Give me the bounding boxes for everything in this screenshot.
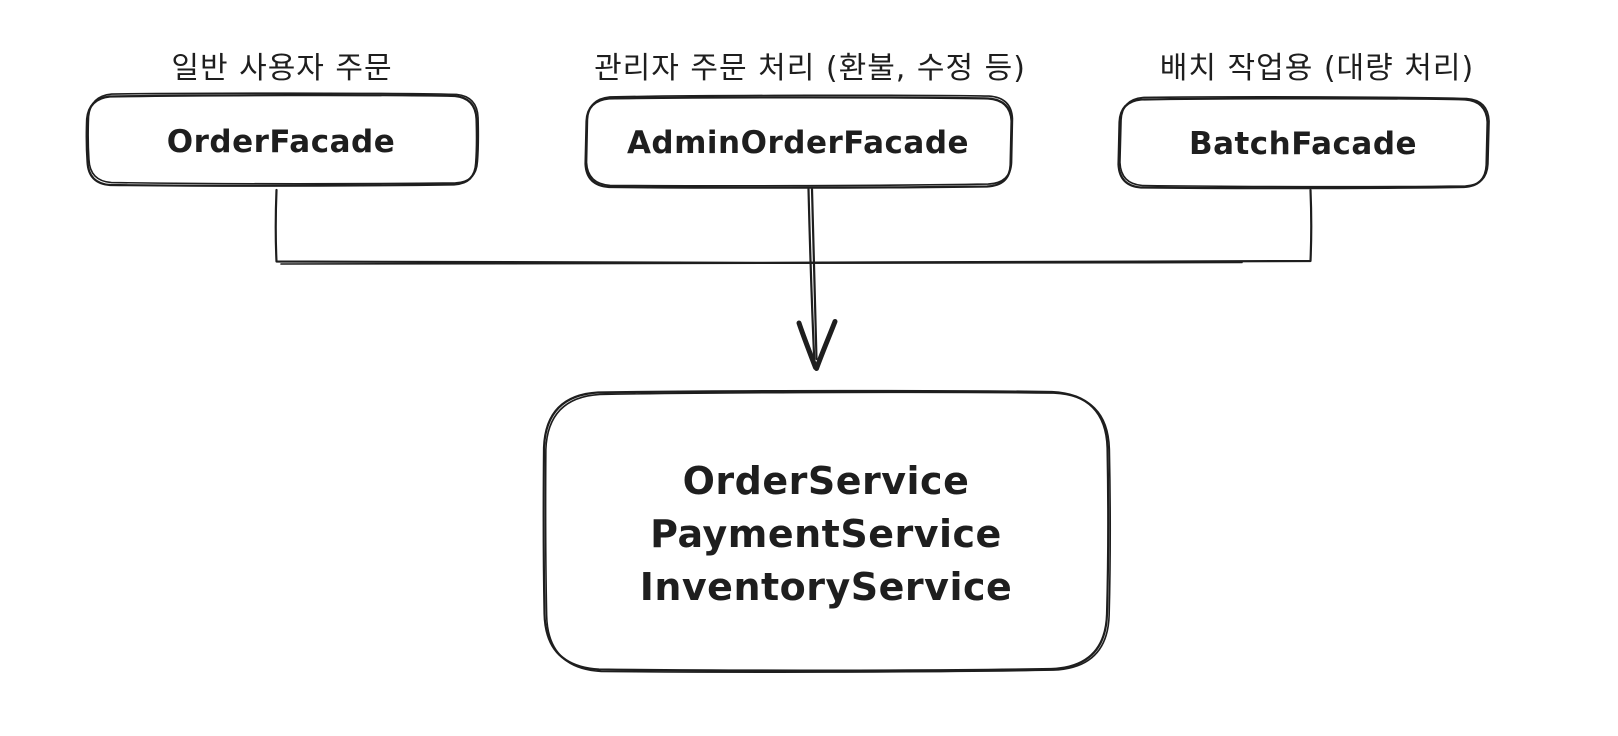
facade-group-admin-order: 관리자 주문 처리 (환불, 수정 등) AdminOrderFacade (584, 51, 1026, 189)
arrowhead-left-arm-second-pass (800, 325, 817, 368)
admin-order-facade-label: AdminOrderFacade (627, 125, 969, 161)
batch-facade-box (1117, 97, 1489, 190)
arrow-shaft (807, 187, 816, 367)
merge-arrow (796, 187, 838, 371)
service-line-order: OrderService (683, 459, 970, 503)
admin-order-facade-box-second-pass (585, 94, 1014, 187)
arrowhead-right-arm-second-pass (816, 324, 834, 366)
service-line-payment: PaymentService (650, 512, 1002, 556)
services-group: OrderService PaymentService InventorySer… (542, 389, 1111, 673)
order-facade-box-second-pass (87, 92, 480, 185)
arrow-shaft-second-pass (810, 187, 818, 361)
arrowhead-left-arm (796, 320, 818, 370)
connector-bracket (274, 188, 1313, 266)
batch-facade-annotation: 배치 작업용 (대량 처리) (1160, 51, 1474, 86)
order-facade-box (85, 93, 478, 187)
facade-group-batch: 배치 작업용 (대량 처리) BatchFacade (1117, 51, 1490, 190)
facade-group-order: 일반 사용자 주문 OrderFacade (85, 51, 480, 187)
order-facade-label: OrderFacade (167, 124, 395, 160)
service-line-inventory: InventoryService (640, 565, 1013, 609)
admin-order-facade-annotation: 관리자 주문 처리 (환불, 수정 등) (594, 51, 1026, 86)
batch-facade-box-second-pass (1119, 96, 1490, 188)
bracket-line (274, 188, 1313, 264)
batch-facade-label: BatchFacade (1189, 126, 1417, 162)
arrowhead-right-arm (814, 319, 838, 371)
services-box-second-pass (544, 391, 1111, 673)
order-facade-annotation: 일반 사용자 주문 (171, 51, 392, 86)
admin-order-facade-box (584, 96, 1013, 189)
services-box (542, 389, 1110, 672)
